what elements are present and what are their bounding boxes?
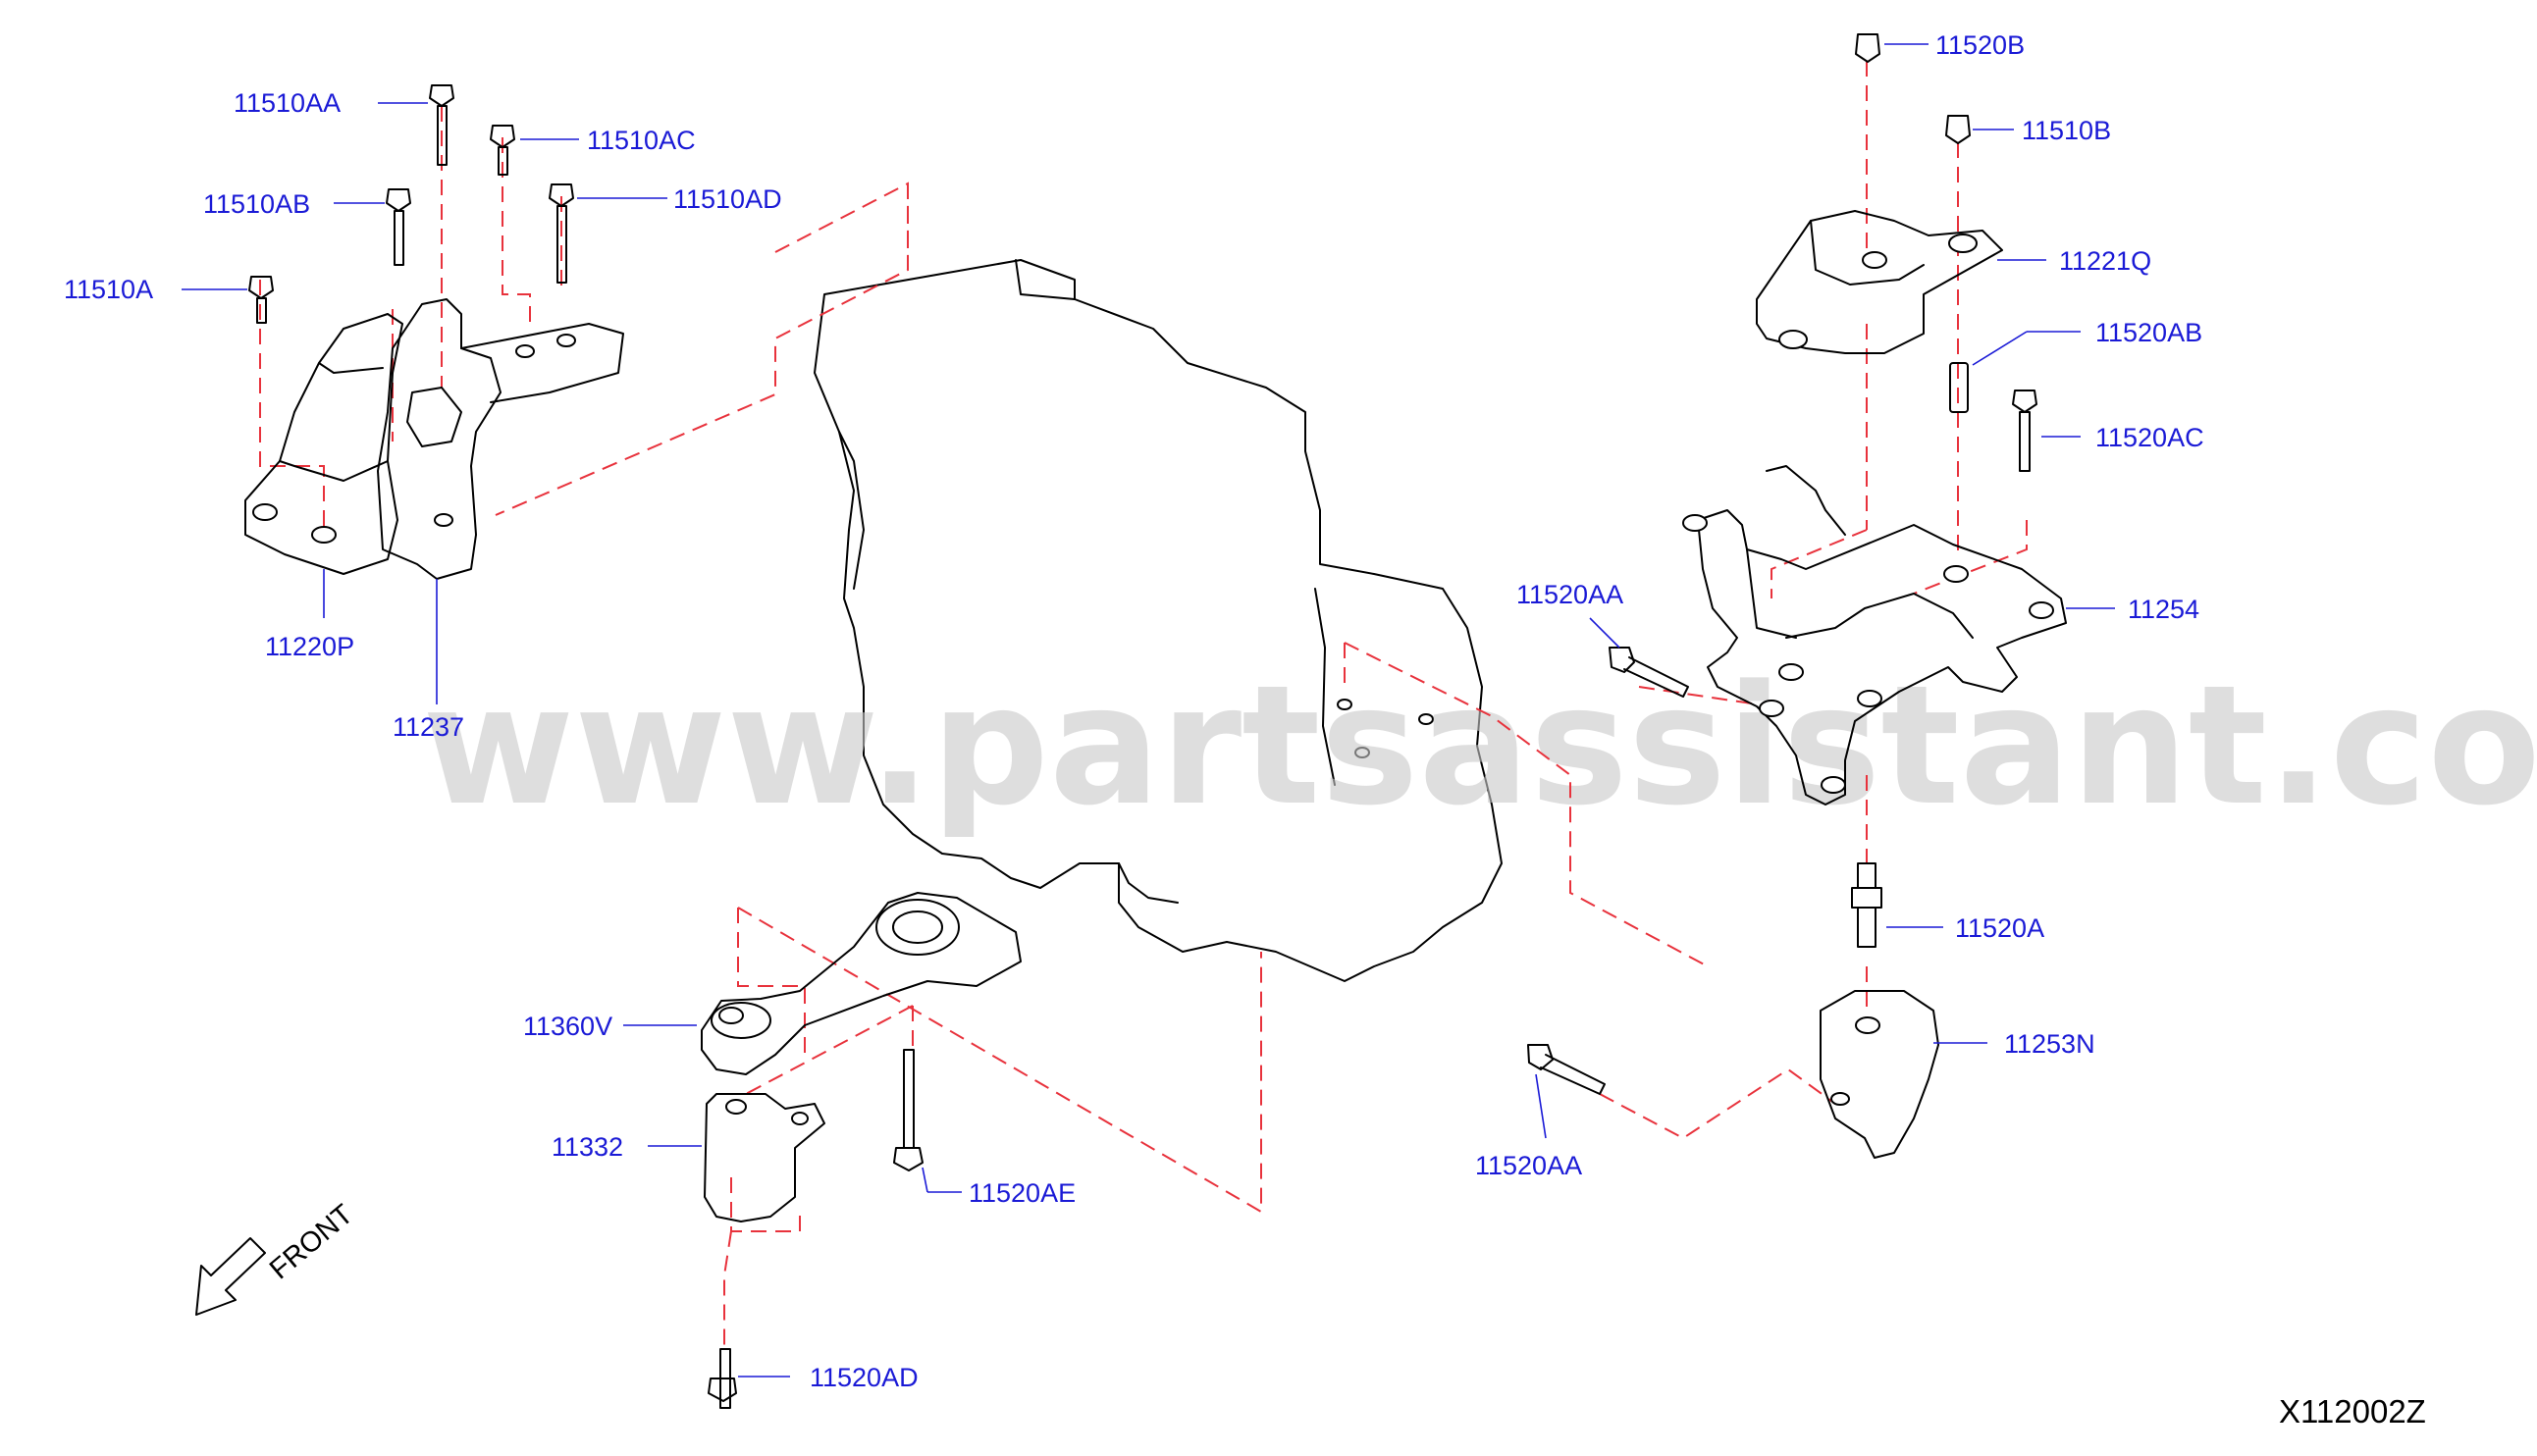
label-11510AB[interactable]: 11510AB [203, 189, 310, 219]
label-11520AC[interactable]: 11520AC [2095, 423, 2204, 452]
front-label: FRONT [264, 1198, 359, 1285]
label-11520AA-top[interactable]: 11520AA [1516, 580, 1623, 609]
part-labels: 11510AA 11510AC 11510AB 11510AD 11510A 1… [64, 30, 2204, 1392]
label-11510A[interactable]: 11510A [64, 275, 153, 304]
front-arrow-icon [195, 1237, 266, 1316]
bolt-11510AB [386, 188, 411, 266]
label-11254[interactable]: 11254 [2128, 595, 2199, 624]
bolt-11510AD [549, 183, 574, 284]
diagram-code: X112002Z [2279, 1393, 2426, 1430]
label-11520A[interactable]: 11520A [1955, 913, 2044, 943]
label-11253N[interactable]: 11253N [2004, 1029, 2095, 1059]
bolt-11520AE [893, 1049, 924, 1171]
stud-11520AB [1949, 362, 1969, 413]
label-11520AD[interactable]: 11520AD [810, 1363, 919, 1392]
bolt-11520AA-bottom [1527, 1044, 1606, 1095]
nut-11510B [1945, 115, 1971, 144]
watermark-text: www.partsassistant.com [422, 650, 2537, 842]
engine-mount-insulator-11253N [1820, 990, 1939, 1159]
stud-11520A [1851, 862, 1882, 948]
label-11510AC[interactable]: 11510AC [587, 126, 696, 155]
front-direction-indicator: FRONT [195, 1198, 359, 1316]
bracket-11332 [704, 1093, 825, 1222]
bolt-11520AC [2012, 390, 2037, 472]
bolt-11510AC [490, 125, 515, 176]
label-11220P[interactable]: 11220P [265, 632, 354, 661]
engine-mount-insulator-11237 [377, 298, 624, 580]
label-11520AB[interactable]: 11520AB [2095, 318, 2202, 347]
engine-block [814, 259, 1503, 982]
label-11520B[interactable]: 11520B [1935, 30, 2025, 60]
engine-mount-bracket-11254 [1682, 465, 2067, 806]
label-11520AE[interactable]: 11520AE [969, 1178, 1076, 1208]
label-11237[interactable]: 11237 [393, 712, 464, 742]
engine-mount-insulator-11221Q [1756, 210, 2003, 354]
leader-lines [182, 43, 2115, 1378]
bolt-11510A [248, 276, 274, 324]
label-11360V[interactable]: 11360V [523, 1012, 612, 1041]
label-11510AD[interactable]: 11510AD [673, 184, 782, 214]
label-11221Q[interactable]: 11221Q [2059, 246, 2151, 276]
bolt-11520AD [708, 1348, 737, 1409]
engine-mount-bracket-11220P [244, 313, 403, 575]
nut-11520B [1855, 33, 1880, 63]
bolt-11510AA [429, 84, 454, 166]
bolt-11520AA-top [1609, 647, 1689, 698]
label-11332[interactable]: 11332 [552, 1132, 623, 1162]
label-11510B[interactable]: 11510B [2022, 116, 2111, 145]
label-11510AA[interactable]: 11510AA [234, 88, 341, 118]
label-11520AA-bottom[interactable]: 11520AA [1475, 1151, 1582, 1180]
torque-rod-11360V [701, 892, 1022, 1075]
